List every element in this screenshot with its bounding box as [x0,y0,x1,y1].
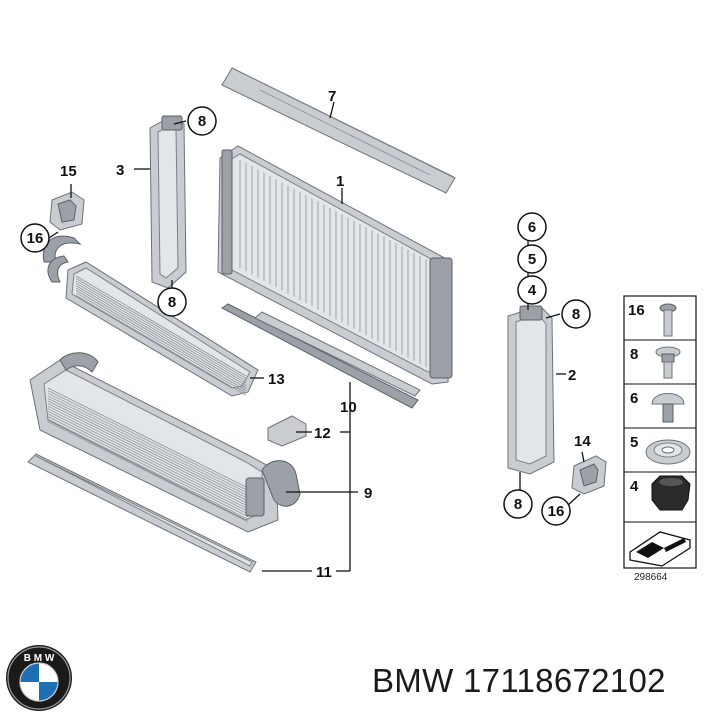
fin-line [75,278,247,379]
fin-line [75,282,247,384]
callout-13: 13 [268,371,285,388]
fin-line [75,294,247,396]
fin-line [47,408,249,510]
clip-part-15 [49,191,85,231]
fin-line [75,275,247,377]
legend-number: 6 [630,390,638,407]
fin-line [47,400,249,502]
callout-labels: 7 1 3 15 2 14 13 10 12 9 11 [60,88,591,581]
callout-14: 14 [574,433,591,450]
reference-number: 298664 [634,572,668,583]
callout-3: 3 [116,162,124,179]
fin-line [75,290,247,391]
legend-row-6: 6 [630,390,685,423]
circled-callouts: 8 8 16 6 5 4 8 8 16 [20,106,591,526]
callout-8-top: 8 [198,113,206,130]
parts-pack-icon [629,531,691,567]
callout-5: 5 [528,251,536,268]
intercooler-part-9 [29,352,301,533]
upper-cover-part-7 [221,67,456,194]
callout-9: 9 [364,485,372,502]
radiator-part-1 [217,145,453,385]
legend-row-4: 4 [630,475,691,511]
callout-16-right: 16 [548,503,565,520]
part-number-caption: BMW 17118672102 [372,662,666,699]
fin-line [47,411,249,512]
fin-line [75,285,247,386]
bolt-icon [659,303,677,337]
callout-6: 6 [528,219,536,236]
seal-strip-part-10 [221,303,421,409]
callout-16-left: 16 [27,230,44,247]
legend-number: 16 [628,302,645,319]
flange-screw-icon [655,346,681,379]
fin-line [75,292,247,394]
callout-11: 11 [316,564,332,581]
legend-number: 8 [630,346,638,363]
lower-strip-part-11 [27,453,257,573]
fin-line [47,390,249,491]
bmw-roundel-icon: B M W [6,645,72,711]
callout-10: 10 [340,399,357,416]
left-bracket-part-3 [149,115,187,289]
fin-line [47,413,249,515]
callout-8-left: 8 [168,294,176,311]
legend-number: 4 [630,478,639,495]
legend-number: 5 [630,434,638,451]
fin-line [47,398,249,499]
callout-12: 12 [314,425,331,442]
fin-line [75,280,247,382]
fin-line [47,416,249,517]
fin-line [75,287,247,389]
spring-nut-icon [645,439,691,465]
fin-line [47,418,249,520]
rubber-mount-icon [651,475,691,511]
right-bracket-part-2 [507,305,555,475]
fin-line [47,421,249,523]
legend-row-16: 16 [628,302,677,337]
fin-line [47,405,249,507]
oil-cooler-part-13 [42,235,259,397]
fin-line [47,387,249,489]
svg-text:B M W: B M W [24,653,55,664]
fin-line [47,395,249,497]
fin-line [47,403,249,504]
callout-2: 2 [568,367,576,384]
hardware-legend: 16 8 6 5 [623,295,697,569]
clip-part-14 [571,455,607,495]
callout-7: 7 [328,88,336,105]
callout-1: 1 [336,173,344,190]
round-head-stud-icon [651,393,685,423]
callout-15: 15 [60,163,77,180]
callout-4: 4 [528,282,537,299]
callout-8-right: 8 [572,306,580,323]
legend-row-8: 8 [630,346,681,379]
callout-8-bottom: 8 [514,496,522,513]
fin-line [47,392,249,494]
legend-row-5: 5 [630,434,691,465]
small-bracket-part-12 [267,415,307,447]
